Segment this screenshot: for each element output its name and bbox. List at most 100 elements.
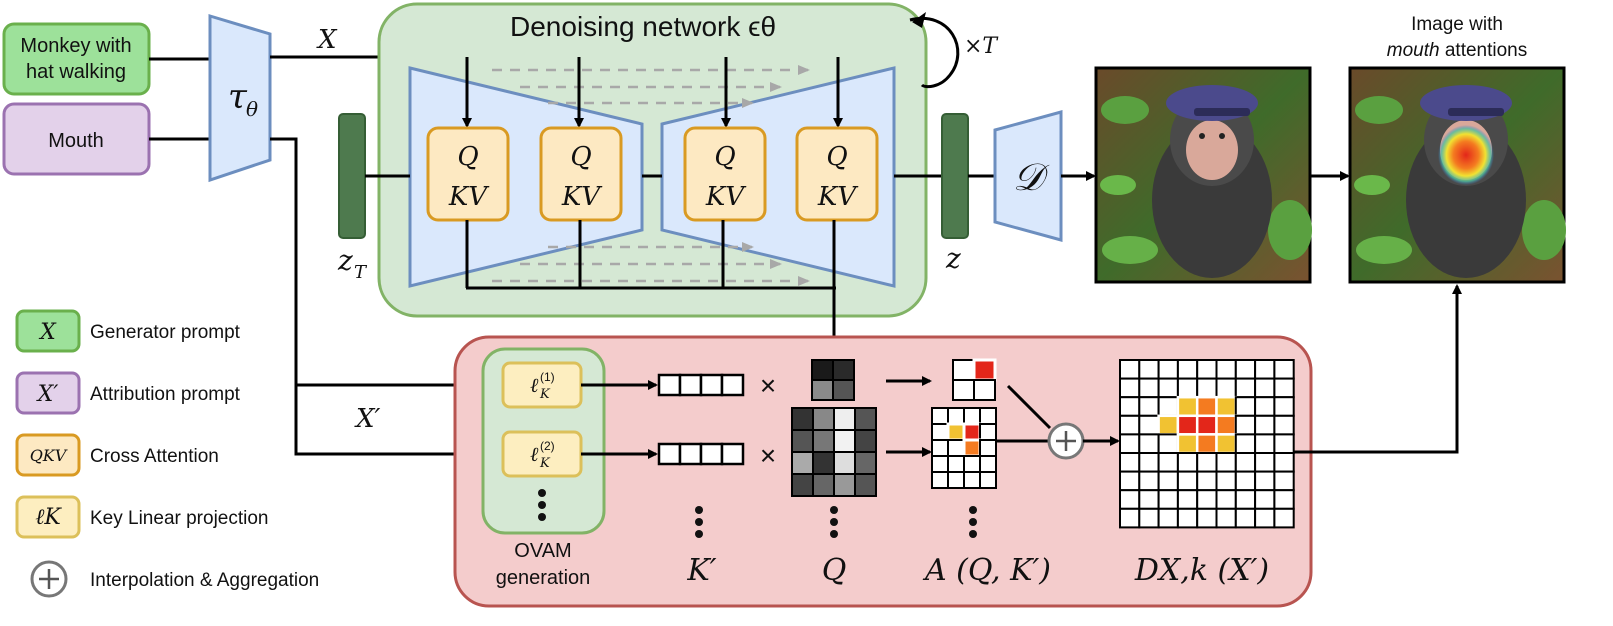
qkv1-kv: KV <box>448 182 489 212</box>
output-title-line2: mouth attentions <box>1387 40 1528 61</box>
grid-cell <box>1176 489 1199 510</box>
grid-cell <box>1254 377 1276 399</box>
grid-cell <box>1119 433 1141 454</box>
query-collection-lines <box>465 220 839 352</box>
latent-zt-sub: T <box>354 262 368 283</box>
grid-cell <box>1196 452 1218 473</box>
grid-cell <box>1273 470 1295 492</box>
grid-cell <box>1234 359 1257 380</box>
grid-cell <box>1157 359 1179 380</box>
qkv4-kv: KV <box>817 182 858 212</box>
x-signal-label: X <box>316 25 338 55</box>
grid-cell <box>1254 414 1276 436</box>
grid-cell <box>1273 396 1295 417</box>
legend-key-projection: ℓK Key Linear projection <box>15 495 269 539</box>
grid-cell <box>1157 507 1179 529</box>
grid-cell <box>1215 359 1237 380</box>
grid-cell <box>1157 452 1179 473</box>
grid-cell <box>1157 433 1179 454</box>
generator-prompt-line1: Monkey with <box>20 35 131 57</box>
latent-z-label: z <box>945 242 961 275</box>
legend-generator-prompt: X Generator prompt <box>15 309 241 353</box>
svg-text:Interpolation & Aggregation: Interpolation & Aggregation <box>90 570 319 591</box>
times-sign-1: × <box>760 370 776 401</box>
grid-cell <box>1119 489 1141 510</box>
loop-arrow-icon: ×T <box>909 12 999 89</box>
grid-cell <box>1215 414 1238 436</box>
grid-cell <box>1176 395 1199 418</box>
vertical-ellipsis-icon <box>830 506 838 538</box>
svg-text:K: K <box>539 387 551 402</box>
qkv1-q: Q <box>457 142 478 172</box>
grid-cell <box>1254 452 1276 473</box>
grid-cell <box>1138 470 1160 492</box>
grid-cell <box>1215 433 1238 455</box>
svg-text:ℓK: ℓK <box>35 505 62 530</box>
grid-cell <box>1119 414 1141 436</box>
grid-cell <box>1196 489 1218 510</box>
qkv3-kv: KV <box>705 182 746 212</box>
grid-cell <box>1254 359 1276 380</box>
encoder-symbol-main: τ <box>228 77 248 117</box>
svg-text:Attribution prompt: Attribution prompt <box>90 384 241 405</box>
grid-cell <box>1273 507 1295 529</box>
x-prime-signal-label: X′ <box>354 404 381 434</box>
grid-cell <box>1176 359 1199 380</box>
grid-cell <box>1119 452 1141 473</box>
qkv-block-1: Q KV <box>426 126 510 222</box>
loop-label: ×T <box>964 34 999 59</box>
latent-z: z <box>941 113 969 275</box>
grid-cell <box>1273 359 1295 380</box>
svg-text:(2): (2) <box>540 439 555 453</box>
generated-image <box>1094 66 1312 284</box>
q-label: Q <box>822 553 847 588</box>
grid-cell <box>1176 470 1199 492</box>
grid-cell <box>1196 377 1218 399</box>
skip-connections <box>492 65 810 286</box>
qkv2-kv: KV <box>561 182 602 212</box>
qkv-block-3: Q KV <box>683 126 767 222</box>
k-prime-label: K′ <box>686 553 716 588</box>
svg-text:QKV: QKV <box>30 446 68 465</box>
grid-cell <box>1215 470 1237 492</box>
query-matrix-large <box>791 407 877 497</box>
qkv-block-4: Q KV <box>795 126 879 222</box>
mouth-heatmap <box>1438 125 1494 185</box>
grid-cell <box>1157 470 1179 492</box>
grid-cell <box>1195 414 1218 436</box>
ovam-panel <box>453 335 1313 608</box>
svg-text:X: X <box>38 320 57 345</box>
attention-map-large <box>931 407 997 489</box>
attention-map-small <box>952 358 997 401</box>
grid-cell <box>1138 507 1160 529</box>
plus-circle-icon <box>1047 422 1085 460</box>
grid-cell <box>1157 414 1180 436</box>
grid-cell <box>1234 452 1257 473</box>
grid-cell <box>1254 396 1276 417</box>
grid-cell <box>1119 470 1141 492</box>
vertical-ellipsis-icon <box>695 506 703 538</box>
grid-cell <box>1254 433 1276 454</box>
grid-cell <box>1215 395 1238 418</box>
grid-cell <box>1195 395 1218 418</box>
grid-cell <box>1273 377 1295 399</box>
svg-text:Key Linear projection: Key Linear projection <box>90 508 269 529</box>
grid-cell <box>1138 377 1160 399</box>
grid-cell <box>1273 452 1295 473</box>
k-prime-vector-2 <box>657 442 745 466</box>
decoder: 𝒟 <box>993 110 1063 242</box>
grid-cell <box>1138 414 1160 436</box>
qkv4-q: Q <box>826 142 847 172</box>
attribution-prompt-box: Mouth <box>2 102 151 176</box>
svg-text:Cross Attention: Cross Attention <box>90 446 219 467</box>
grid-cell <box>1215 507 1237 529</box>
key-projection-1: ℓ K (1) <box>501 361 583 409</box>
legend: X Generator prompt X′ Attribution prompt… <box>15 309 319 598</box>
ovam-label-line2: generation <box>496 567 591 589</box>
output-title-line1: Image with <box>1411 14 1503 35</box>
grid-cell <box>1119 359 1141 380</box>
grid-cell <box>1176 452 1199 473</box>
grid-cell <box>1138 396 1160 417</box>
svg-text:Generator prompt: Generator prompt <box>90 322 241 343</box>
